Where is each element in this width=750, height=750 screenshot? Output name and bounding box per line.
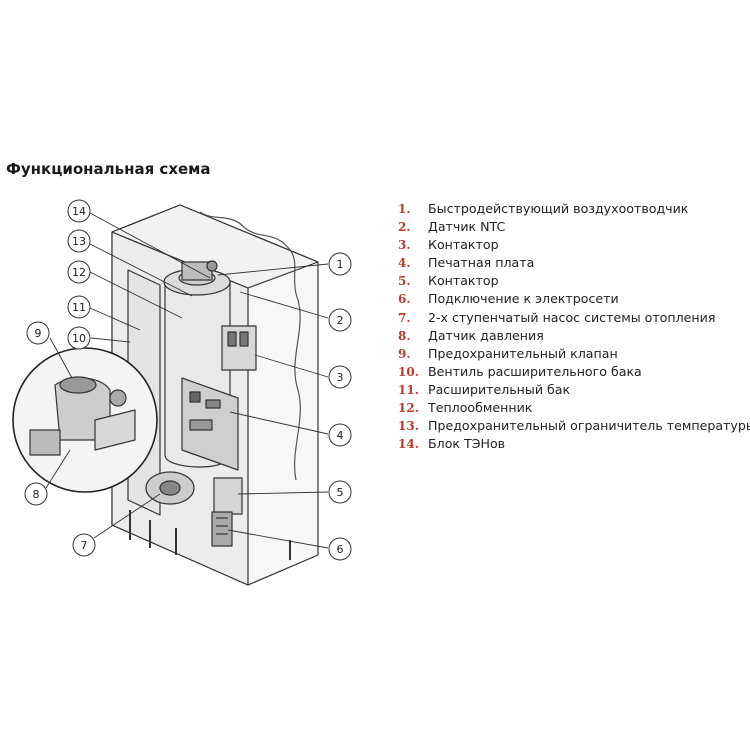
callouts: 1 2 3 4 5 6 7 8 9 10 11 12 13 14 bbox=[24, 199, 352, 561]
legend-item: 13. Предохранительный ограничитель темпер… bbox=[398, 417, 750, 435]
legend-number: 11. bbox=[398, 382, 419, 397]
leader-lines bbox=[45, 212, 329, 549]
legend-number: 14. bbox=[398, 437, 419, 452]
callout-4: 4 bbox=[337, 429, 344, 442]
callout-1: 1 bbox=[337, 258, 344, 271]
callout-3: 3 bbox=[337, 371, 344, 384]
legend-item: 14. Блок ТЭНов bbox=[398, 435, 750, 453]
legend-text: Предохранительный клапан bbox=[428, 345, 618, 361]
legend-text: Датчик NTC bbox=[428, 219, 506, 235]
legend-item: 5. Контактор bbox=[398, 272, 750, 290]
callout-11: 11 bbox=[72, 301, 86, 314]
legend-text: Быстродействующий воздухоотводчик bbox=[428, 201, 689, 216]
cutaway-edge bbox=[199, 211, 301, 481]
legend-number: 8. bbox=[398, 328, 411, 343]
legend-number: 4. bbox=[398, 256, 411, 271]
contactor-5 bbox=[213, 477, 243, 515]
legend-number: 9. bbox=[398, 346, 411, 361]
callout-14: 14 bbox=[72, 205, 86, 218]
callout-6: 6 bbox=[337, 543, 344, 556]
callout-2: 2 bbox=[337, 314, 344, 327]
legend-item: 1. Быстродействующий воздухоотводчик bbox=[398, 200, 750, 218]
legend-item: 8. Датчик давления bbox=[398, 327, 750, 345]
legend-text: Вентиль расширительного бака bbox=[428, 363, 642, 379]
legend-item: 3. Контактор bbox=[398, 236, 750, 254]
legend-number: 2. bbox=[398, 220, 411, 235]
legend-number: 1. bbox=[398, 202, 411, 216]
legend-item: 12. Теплообменник bbox=[398, 399, 750, 417]
legend-number: 3. bbox=[398, 238, 411, 253]
diagram-title: Функциональная схема bbox=[6, 160, 211, 178]
legend-text: Блок ТЭНов bbox=[428, 436, 506, 452]
legend-item: 4. Печатная плата bbox=[398, 254, 750, 272]
legend-text: Подключение к электросети bbox=[428, 291, 619, 307]
legend-text: Теплообменник bbox=[428, 400, 533, 416]
legend-item: 10. Вентиль расширительного бака bbox=[398, 363, 750, 381]
callout-13: 13 bbox=[72, 235, 86, 248]
legend-number: 6. bbox=[398, 292, 411, 307]
contactor-3 bbox=[221, 325, 257, 371]
legend-number: 5. bbox=[398, 274, 411, 289]
callout-10: 10 bbox=[72, 332, 86, 345]
legend-item: 9. Предохранительный клапан bbox=[398, 345, 750, 363]
callout-5: 5 bbox=[337, 486, 344, 499]
legend-text: Контактор bbox=[428, 237, 499, 253]
legend-text: Расширительный бак bbox=[428, 381, 571, 397]
legend-item: 7. 2-х ступенчатый насос системы отоплени… bbox=[398, 309, 750, 327]
legend-number: 12. bbox=[398, 401, 419, 416]
legend-number: 10. bbox=[398, 364, 419, 379]
callout-9: 9 bbox=[35, 327, 42, 340]
legend-item: 6. Подключение к электросети bbox=[398, 290, 750, 308]
legend-item: 11. Расширительный бак bbox=[398, 381, 750, 399]
legend-text: Контактор bbox=[428, 273, 499, 289]
callout-12: 12 bbox=[72, 266, 86, 279]
legend-number: 7. bbox=[398, 310, 411, 325]
legend-list: 1. Быстродействующий воздухоотводчик 2. Да… bbox=[398, 200, 750, 453]
legend-text: Печатная плата bbox=[428, 255, 535, 271]
legend-text: 2-х ступенчатый насос системы отопления bbox=[428, 309, 716, 325]
legend-text: Датчик давления bbox=[428, 327, 544, 343]
legend-number: 13. bbox=[398, 419, 419, 434]
callout-7: 7 bbox=[81, 539, 88, 552]
legend-item: 2. Датчик NTC bbox=[398, 218, 750, 236]
legend-text: Предохранительный ограничитель температу… bbox=[428, 418, 750, 434]
callout-8: 8 bbox=[33, 488, 40, 501]
power-terminal bbox=[211, 511, 233, 547]
